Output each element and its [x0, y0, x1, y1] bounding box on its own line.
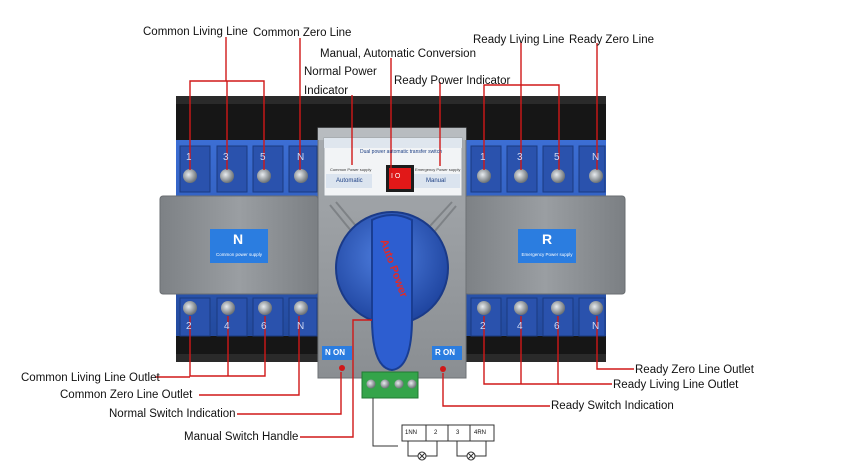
- right-cover-letter: R: [542, 231, 553, 247]
- callout-ready-living-line-outlet: Ready Living Line Outlet: [613, 379, 739, 391]
- terminal-label-bottom-left-6: 6: [261, 321, 267, 332]
- callout-normal-switch-indication: Normal Switch Indication: [109, 408, 236, 420]
- r-on-label: R ON: [435, 348, 455, 357]
- panel-right-top: Emergency Power supply: [415, 167, 461, 172]
- top-terminals-left: [179, 145, 318, 193]
- terminal-label-bottom-left-n: N: [297, 321, 305, 332]
- panel-right-bottom: Manual: [426, 178, 446, 184]
- callout-ready-zero-line-outlet: Ready Zero Line Outlet: [635, 364, 754, 376]
- terminal-label-top-right-5: 5: [554, 152, 560, 163]
- right-cover-label: [518, 229, 576, 263]
- callout-ready-living-line: Ready Living Line: [473, 34, 565, 46]
- panel-title: Dual power automatic transfer switch: [360, 149, 442, 155]
- wiring-diagram: [372, 398, 495, 461]
- callout-ready-power-indicator: Ready Power Indicator: [394, 75, 511, 87]
- terminal-label-bottom-right-6: 6: [554, 321, 560, 332]
- bottom-terminals-left: [179, 297, 318, 337]
- terminal-label-top-right-1: 1: [480, 152, 486, 163]
- diagram-cell-3: 3: [456, 430, 460, 436]
- terminal-label-top-left-1: 1: [186, 152, 192, 163]
- callout-ready-zero-line: Ready Zero Line: [569, 34, 655, 46]
- terminal-label-bottom-left-2: 2: [186, 321, 192, 332]
- left-cover-letter: N: [233, 231, 244, 247]
- rocker-symbol: I O: [391, 173, 401, 180]
- callout-common-zero-line: Common Zero Line: [253, 27, 352, 39]
- diagram-cell-4rn: 4RN: [474, 430, 487, 436]
- terminal-label-top-left-5: 5: [260, 152, 266, 163]
- diagram-cell-1nn: 1NN: [405, 430, 418, 436]
- callout-manual-automatic-conversion: Manual, Automatic Conversion: [320, 48, 476, 60]
- manual-switch-handle-shape: [371, 214, 413, 372]
- terminal-label-top-right-3: 3: [517, 152, 523, 163]
- terminal-label-bottom-right-4: 4: [517, 321, 523, 332]
- callout-common-living-line: Common Living Line: [143, 26, 248, 38]
- callout-manual-switch-handle: Manual Switch Handle: [184, 431, 299, 443]
- terminal-label-bottom-left-4: 4: [224, 321, 230, 332]
- callout-common-zero-line-outlet: Common Zero Line Outlet: [60, 389, 193, 401]
- panel-left-top: Common Power supply: [330, 167, 372, 172]
- leader-lines: [156, 37, 634, 438]
- left-cover-caption: Common power supply: [215, 252, 263, 257]
- right-cover-caption: Emergency Power supply: [521, 252, 573, 257]
- terminal-label-bottom-right-2: 2: [480, 321, 486, 332]
- normal-switch-lamp: [339, 365, 345, 371]
- terminal-label-bottom-right-n: N: [592, 321, 600, 332]
- top-terminals-right: [470, 145, 606, 193]
- terminal-label-top-right-n: N: [592, 152, 600, 163]
- diagram-cell-2: 2: [434, 430, 438, 436]
- callout-ready-switch-indication: Ready Switch Indication: [551, 400, 674, 412]
- callout-common-living-line-outlet: Common Living Line Outlet: [21, 372, 160, 384]
- terminal-label-top-left-3: 3: [223, 152, 229, 163]
- n-on-label: N ON: [325, 348, 345, 357]
- callout-normal-power-indicator-line2: Indicator: [304, 85, 349, 97]
- panel-left-bottom: Automatic: [336, 178, 363, 184]
- callout-normal-power-indicator-line1: Normal Power: [304, 66, 377, 78]
- ready-switch-lamp: [440, 366, 446, 372]
- terminal-label-top-left-n: N: [297, 152, 305, 163]
- left-cover-label: [210, 229, 268, 263]
